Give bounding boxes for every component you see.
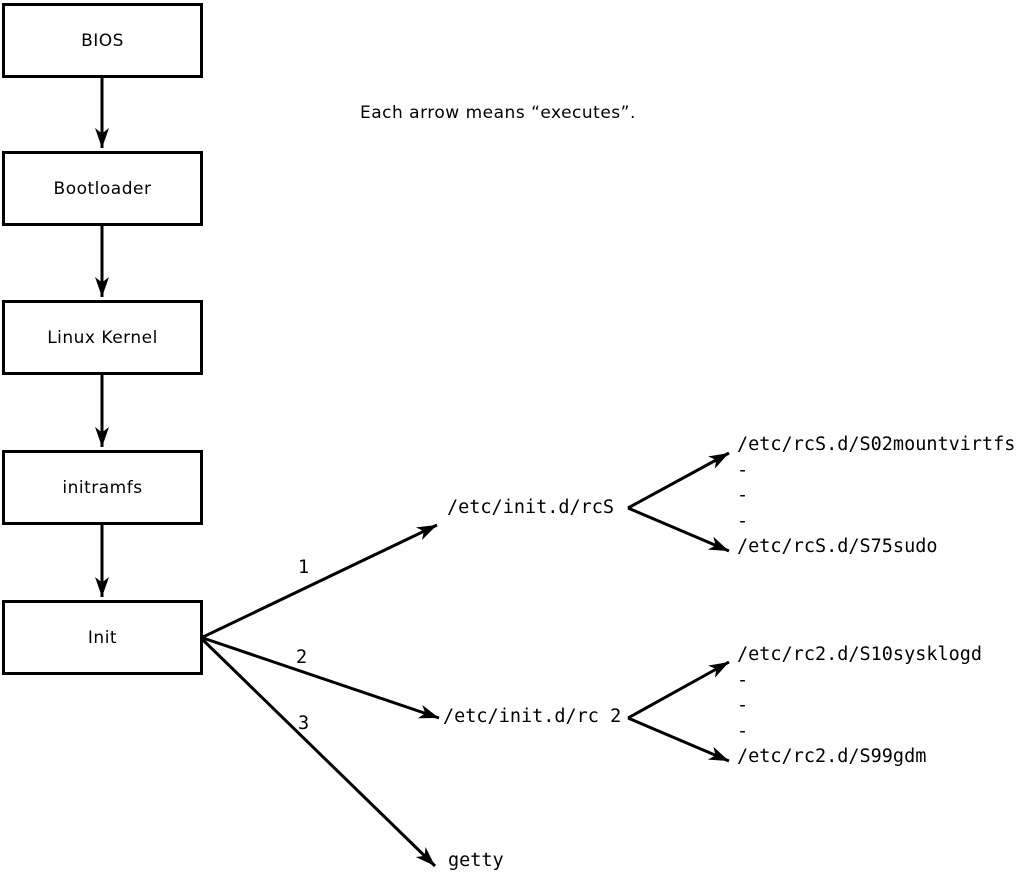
branch-order-2: 2	[296, 647, 308, 668]
leaf-s75sudo: /etc/rcS.d/S75sudo	[737, 536, 938, 557]
target-rc2: /etc/init.d/rc 2	[443, 706, 622, 727]
leaf-s02mountvirtfs: /etc/rcS.d/S02mountvirtfs	[737, 434, 1016, 455]
rcs-leaf-group: /etc/rcS.d/S02mountvirtfs - - - /etc/rcS…	[737, 432, 1015, 560]
leaf-dash: -	[737, 510, 749, 532]
arrow-rcs-to-s75sudo	[627, 506, 730, 553]
leaf-dash: -	[737, 485, 749, 506]
leaf-dash: -	[737, 695, 749, 716]
box-init: Init	[2, 600, 203, 675]
branch-order-1: 1	[298, 557, 310, 578]
box-init-label: Init	[87, 627, 118, 648]
box-bios-label: BIOS	[81, 30, 124, 51]
arrow-init-to-rc2	[202, 636, 440, 720]
box-bootloader-label: Bootloader	[53, 178, 152, 199]
target-rcs: /etc/init.d/rcS	[447, 497, 615, 518]
leaf-s10sysklogd: /etc/rc2.d/S10sysklogd	[737, 644, 983, 665]
target-getty: getty	[448, 850, 504, 871]
leaf-dash: -	[737, 459, 749, 481]
arrow-init-to-getty	[201, 638, 437, 868]
box-bootloader: Bootloader	[2, 151, 203, 226]
arrow-init-to-rcs	[202, 523, 438, 639]
rc2-leaf-group: /etc/rc2.d/S10sysklogd - - - /etc/rc2.d/…	[737, 642, 982, 770]
box-linux-kernel-label: Linux Kernel	[47, 327, 158, 348]
leaf-dash: -	[737, 669, 749, 691]
box-bios: BIOS	[2, 3, 203, 78]
arrow-rc2-to-s99gdm	[627, 716, 730, 763]
leaf-s99gdm: /etc/rc2.d/S99gdm	[737, 746, 927, 767]
arrow-rc2-to-s10sysklogd	[627, 660, 730, 720]
box-initramfs-label: initramfs	[62, 477, 143, 498]
arrow-rcs-to-s02mountvirtfs	[627, 451, 730, 510]
branch-order-3: 3	[298, 713, 310, 734]
box-linux-kernel: Linux Kernel	[2, 300, 203, 375]
box-initramfs: initramfs	[2, 450, 203, 525]
leaf-dash: -	[737, 720, 749, 742]
diagram-caption: Each arrow means “executes”.	[360, 103, 636, 123]
